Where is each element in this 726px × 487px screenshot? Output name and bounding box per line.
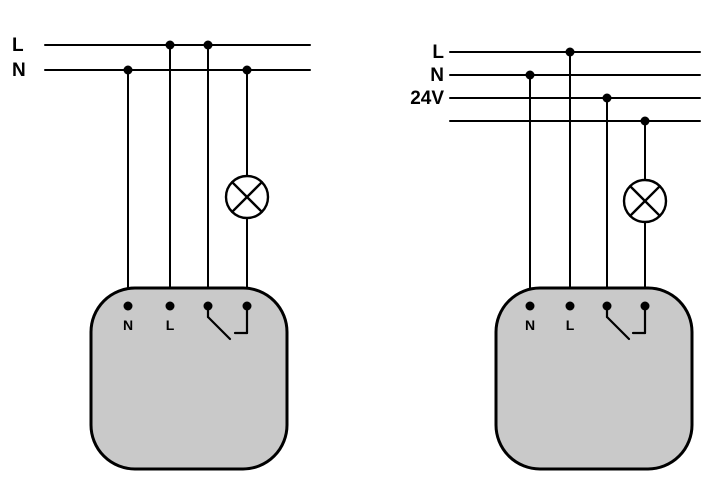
terminal-dot-n [525, 301, 535, 311]
diagram-ac-mains: L N [12, 35, 311, 471]
terminal-dot-n [123, 301, 133, 311]
junction-dot [242, 65, 252, 75]
terminal-label-l: L [166, 317, 175, 333]
bus-label-l: L [432, 42, 444, 63]
terminal-dot-l [565, 301, 575, 311]
relay-device [89, 286, 289, 471]
bus-label-24v: 24V [410, 88, 444, 109]
switch-contact-icon [605, 304, 647, 341]
terminal-dot-l [165, 301, 175, 311]
bus-label-n: N [430, 65, 444, 86]
junction-dot [123, 65, 133, 75]
bus-label-n: N [12, 60, 26, 81]
junction-dot [525, 70, 535, 80]
junction-dot [203, 40, 213, 50]
terminal-label-l: L [566, 317, 575, 333]
junction-dot [640, 116, 650, 126]
lamp-icon [622, 178, 668, 224]
junction-dot [602, 93, 612, 103]
terminal-label-n: N [525, 317, 535, 333]
junction-dot [565, 47, 575, 57]
diagram-24v: L N 24V [410, 42, 701, 471]
switch-contact-icon [206, 304, 249, 341]
terminal-label-n: N [123, 317, 133, 333]
lamp-icon [224, 174, 270, 220]
bus-label-l: L [12, 35, 24, 56]
junction-dot [165, 40, 175, 50]
relay-device [494, 286, 694, 471]
